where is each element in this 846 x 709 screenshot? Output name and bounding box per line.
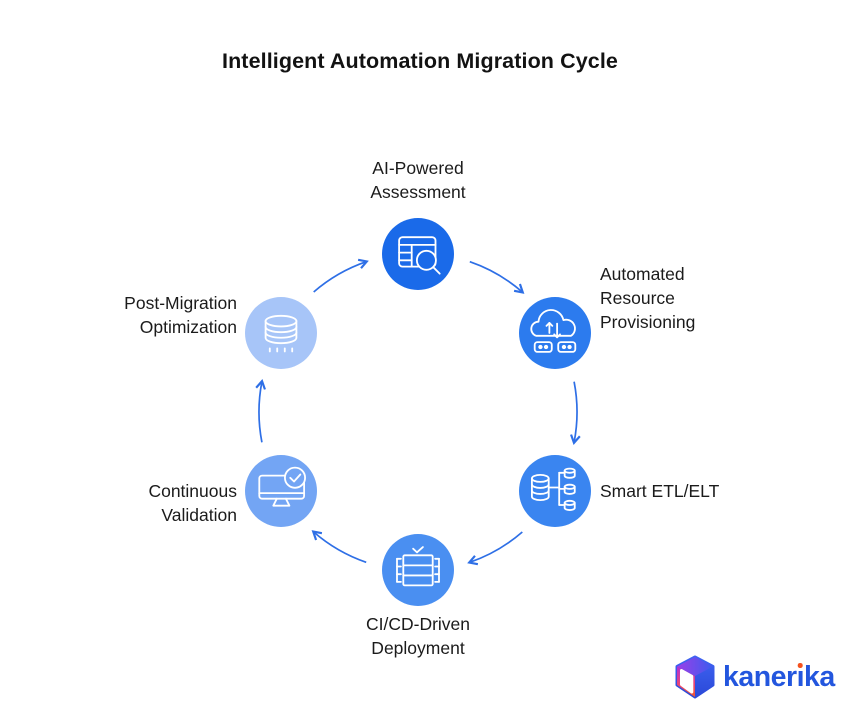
brand-wordmark-post: ka xyxy=(803,661,835,693)
page-title: Intelligent Automation Migration Cycle xyxy=(222,49,618,73)
node-ai-powered-assessment xyxy=(382,218,454,290)
node-automated-resource-provisioning xyxy=(519,297,591,369)
flow-arrow-1 xyxy=(469,260,525,294)
node-cicd-driven-deployment xyxy=(382,534,454,606)
node-label-continuous-validation: Continuous Validation xyxy=(148,481,237,525)
node-label-cicd-driven-deployment: CI/CD-Driven Deployment xyxy=(365,614,471,658)
flow-arrow-3 xyxy=(467,531,523,566)
table-search-icon xyxy=(398,236,441,275)
flow-arrow-6 xyxy=(313,258,369,293)
node-label-ai-powered-assessment: AI-Powered Assessment xyxy=(370,158,466,202)
node-label-automated-resource-provisioning: Automated Resource Provisioning xyxy=(600,264,696,332)
cloud-transfer-icon xyxy=(530,309,577,353)
node-label-post-migration-optimization: Post-Migration Optimization xyxy=(124,293,237,337)
flow-arrow-2 xyxy=(570,381,581,446)
server-check-icon xyxy=(396,546,440,587)
monitor-check-icon xyxy=(258,466,306,507)
node-smart-etl-elt xyxy=(519,455,591,527)
database-branch-icon xyxy=(530,467,576,511)
brand-wordmark-i: ı xyxy=(797,654,805,700)
flow-arrow-4 xyxy=(311,530,367,564)
flow-arrow-5 xyxy=(255,378,266,443)
node-continuous-validation xyxy=(245,455,317,527)
database-stream-icon xyxy=(264,314,298,353)
kanerika-cube-icon xyxy=(675,655,715,699)
brand-wordmark: kanerıka xyxy=(723,654,835,700)
node-post-migration-optimization xyxy=(245,297,317,369)
brand-logo: kanerıka xyxy=(673,654,835,700)
node-label-smart-etl-elt: Smart ETL/ELT xyxy=(600,481,720,501)
brand-wordmark-pre: kaner xyxy=(723,661,797,693)
